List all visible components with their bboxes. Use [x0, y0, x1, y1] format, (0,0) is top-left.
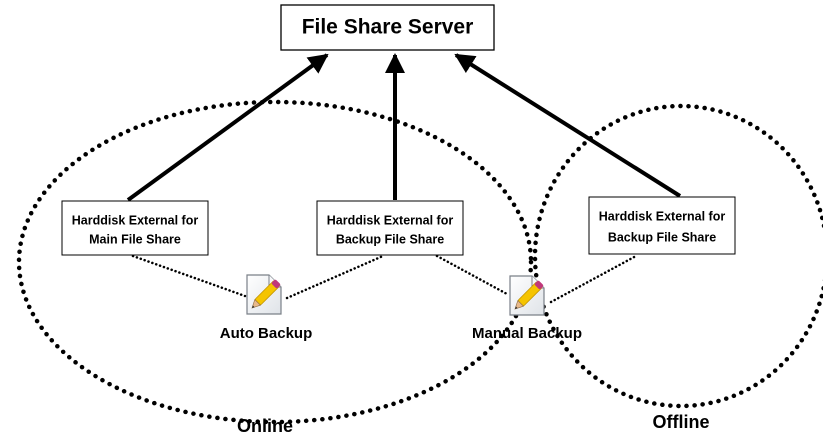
online-zone [16, 99, 534, 425]
harddisk-main-node: Harddisk External for Main File Share [61, 200, 209, 256]
arrow-backup-offline-to-server [454, 53, 682, 198]
connector-auto-to-backup-online [285, 254, 385, 300]
file-share-server-node: File Share Server [280, 4, 495, 51]
arrow-main-to-server [126, 53, 329, 202]
harddisk-backup-online-line2: Backup File Share [336, 232, 444, 246]
harddisk-main-line2: Main File Share [89, 232, 181, 246]
harddisk-backup-online-node: Harddisk External for Backup File Share [316, 200, 464, 256]
connector-backup-online-to-manual [435, 254, 509, 296]
edit-document-icon [509, 275, 545, 316]
offline-zone [532, 103, 823, 409]
connector-manual-to-backup-offline [549, 254, 638, 304]
edit-document-icon [246, 274, 282, 315]
harddisk-main-line1: Harddisk External for [72, 213, 199, 227]
harddisk-backup-online-line1: Harddisk External for [327, 213, 454, 227]
harddisk-backup-offline-line2: Backup File Share [608, 230, 716, 244]
harddisk-backup-offline-node: Harddisk External for Backup File Share [588, 196, 736, 255]
offline-zone-label: Offline [653, 412, 710, 432]
manual-backup-label: Manual Backup [472, 325, 582, 342]
online-zone-label: Online [237, 416, 293, 436]
connector-main-to-auto [131, 254, 247, 298]
harddisk-backup-offline-line1: Harddisk External for [599, 209, 726, 223]
auto-backup-label: Auto Backup [220, 325, 313, 342]
server-label: File Share Server [302, 16, 474, 39]
